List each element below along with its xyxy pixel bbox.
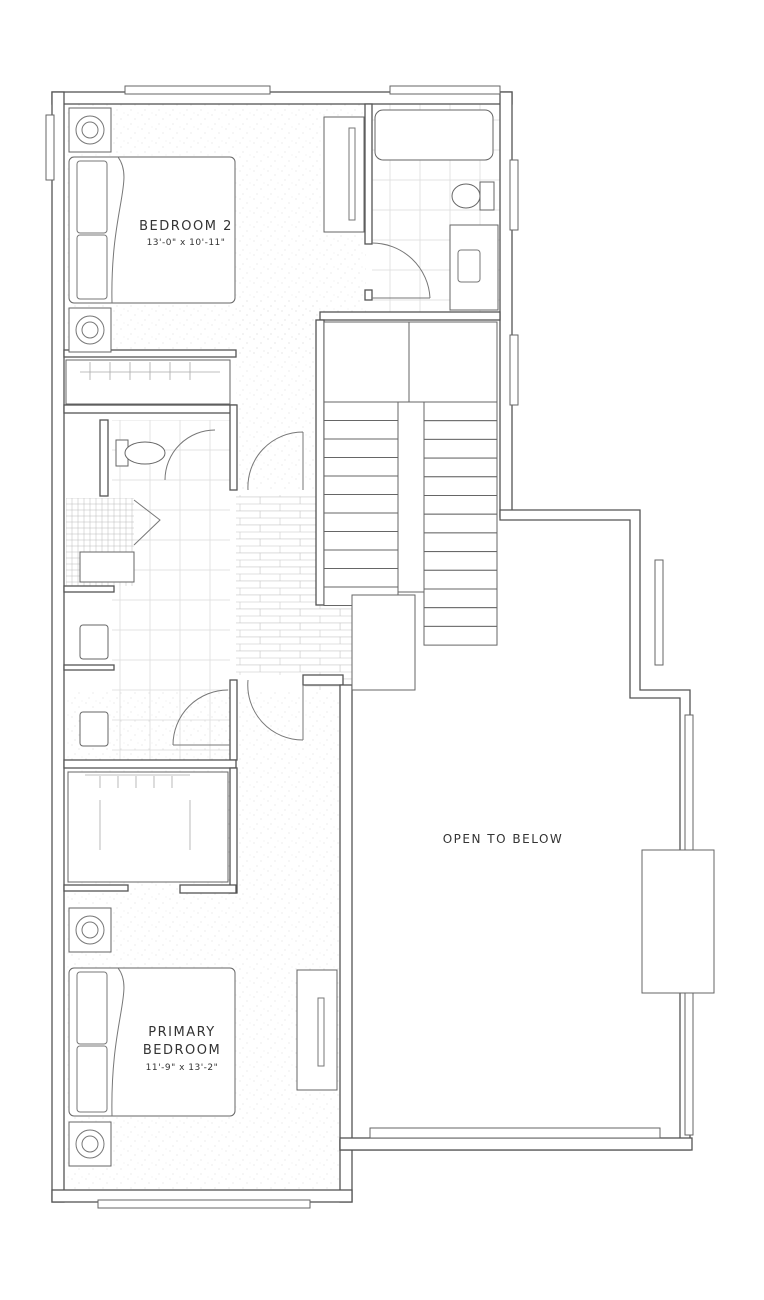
- shower-bench: [79, 551, 135, 583]
- stair-tread: [423, 495, 498, 515]
- walls: [51, 91, 693, 1203]
- stair-tread: [423, 476, 498, 496]
- closet: [65, 359, 231, 405]
- bed: [68, 156, 236, 304]
- sink: [79, 624, 109, 660]
- stair-tread: [423, 532, 498, 553]
- bedroom-2-dimensions: 13'-0" x 10'-11": [147, 238, 226, 248]
- primary-bedroom-label-line1: PRIMARY: [148, 1025, 215, 1040]
- bedroom-2-floor-lower: [236, 300, 320, 490]
- window: [369, 1127, 661, 1139]
- lamp-icon: [75, 315, 105, 345]
- door-swing: [247, 431, 304, 491]
- stair-tread: [423, 607, 498, 627]
- door-swing: [371, 242, 431, 299]
- dresser: [296, 969, 338, 1091]
- bed: [68, 967, 236, 1117]
- window: [45, 114, 55, 181]
- primary-bedroom-dimensions: 11'-9" x 13'-2": [146, 1063, 219, 1073]
- ensuite-fixtures: [67, 429, 304, 883]
- lamp-icon: [75, 115, 105, 145]
- stair-railing: [397, 401, 425, 593]
- stair-tread: [323, 568, 399, 588]
- nightstand: [68, 307, 112, 353]
- window: [641, 849, 715, 994]
- nightstand: [68, 107, 112, 153]
- stair-tread: [423, 438, 498, 459]
- stair-tread: [423, 625, 498, 646]
- stair-tread: [423, 457, 498, 478]
- vanity: [449, 224, 499, 311]
- stair-tread: [423, 569, 498, 590]
- stair-tread: [323, 494, 399, 514]
- stair-tread: [423, 420, 498, 440]
- nightstand: [68, 907, 112, 953]
- stair-tread: [323, 549, 399, 569]
- window: [389, 85, 501, 95]
- stair-tread: [323, 420, 399, 440]
- stair-tread: [323, 475, 399, 495]
- open-to-below-label: OPEN TO BELOW: [443, 832, 564, 846]
- landing: [408, 321, 498, 403]
- window: [654, 559, 664, 666]
- bedroom-2-furniture: [65, 107, 365, 405]
- sink: [79, 711, 109, 747]
- stair-tread: [423, 551, 498, 571]
- primary-bedroom-label-line2: BEDROOM: [143, 1043, 221, 1058]
- bathtub: [374, 109, 494, 161]
- nightstand: [68, 1121, 112, 1167]
- lamp-icon: [75, 915, 105, 945]
- door-swing: [247, 679, 304, 741]
- staircase: [323, 321, 498, 691]
- window: [97, 1199, 311, 1209]
- stair-tread: [423, 401, 498, 422]
- stair-tread: [423, 588, 498, 609]
- windows: [45, 85, 715, 1209]
- primary-bedroom-furniture: [68, 907, 338, 1167]
- window: [509, 334, 519, 406]
- stair-tread: [323, 531, 399, 551]
- bedroom-2-label: BEDROOM 2: [139, 219, 233, 234]
- window: [509, 159, 519, 231]
- landing: [323, 321, 410, 403]
- toilet: [479, 181, 495, 211]
- stair-tread: [323, 438, 399, 458]
- door-swing: [172, 689, 230, 746]
- window: [124, 85, 271, 95]
- walk-in-closet: [67, 771, 229, 883]
- stair-tread: [423, 513, 498, 534]
- stair-landing: [351, 594, 416, 691]
- lamp-icon: [75, 1129, 105, 1159]
- door-swing: [164, 429, 216, 481]
- stair-tread: [323, 401, 399, 421]
- bathroom-2-fixtures: [371, 109, 499, 311]
- stair-tread: [323, 457, 399, 477]
- dresser: [323, 116, 365, 233]
- stair-tread: [323, 512, 399, 532]
